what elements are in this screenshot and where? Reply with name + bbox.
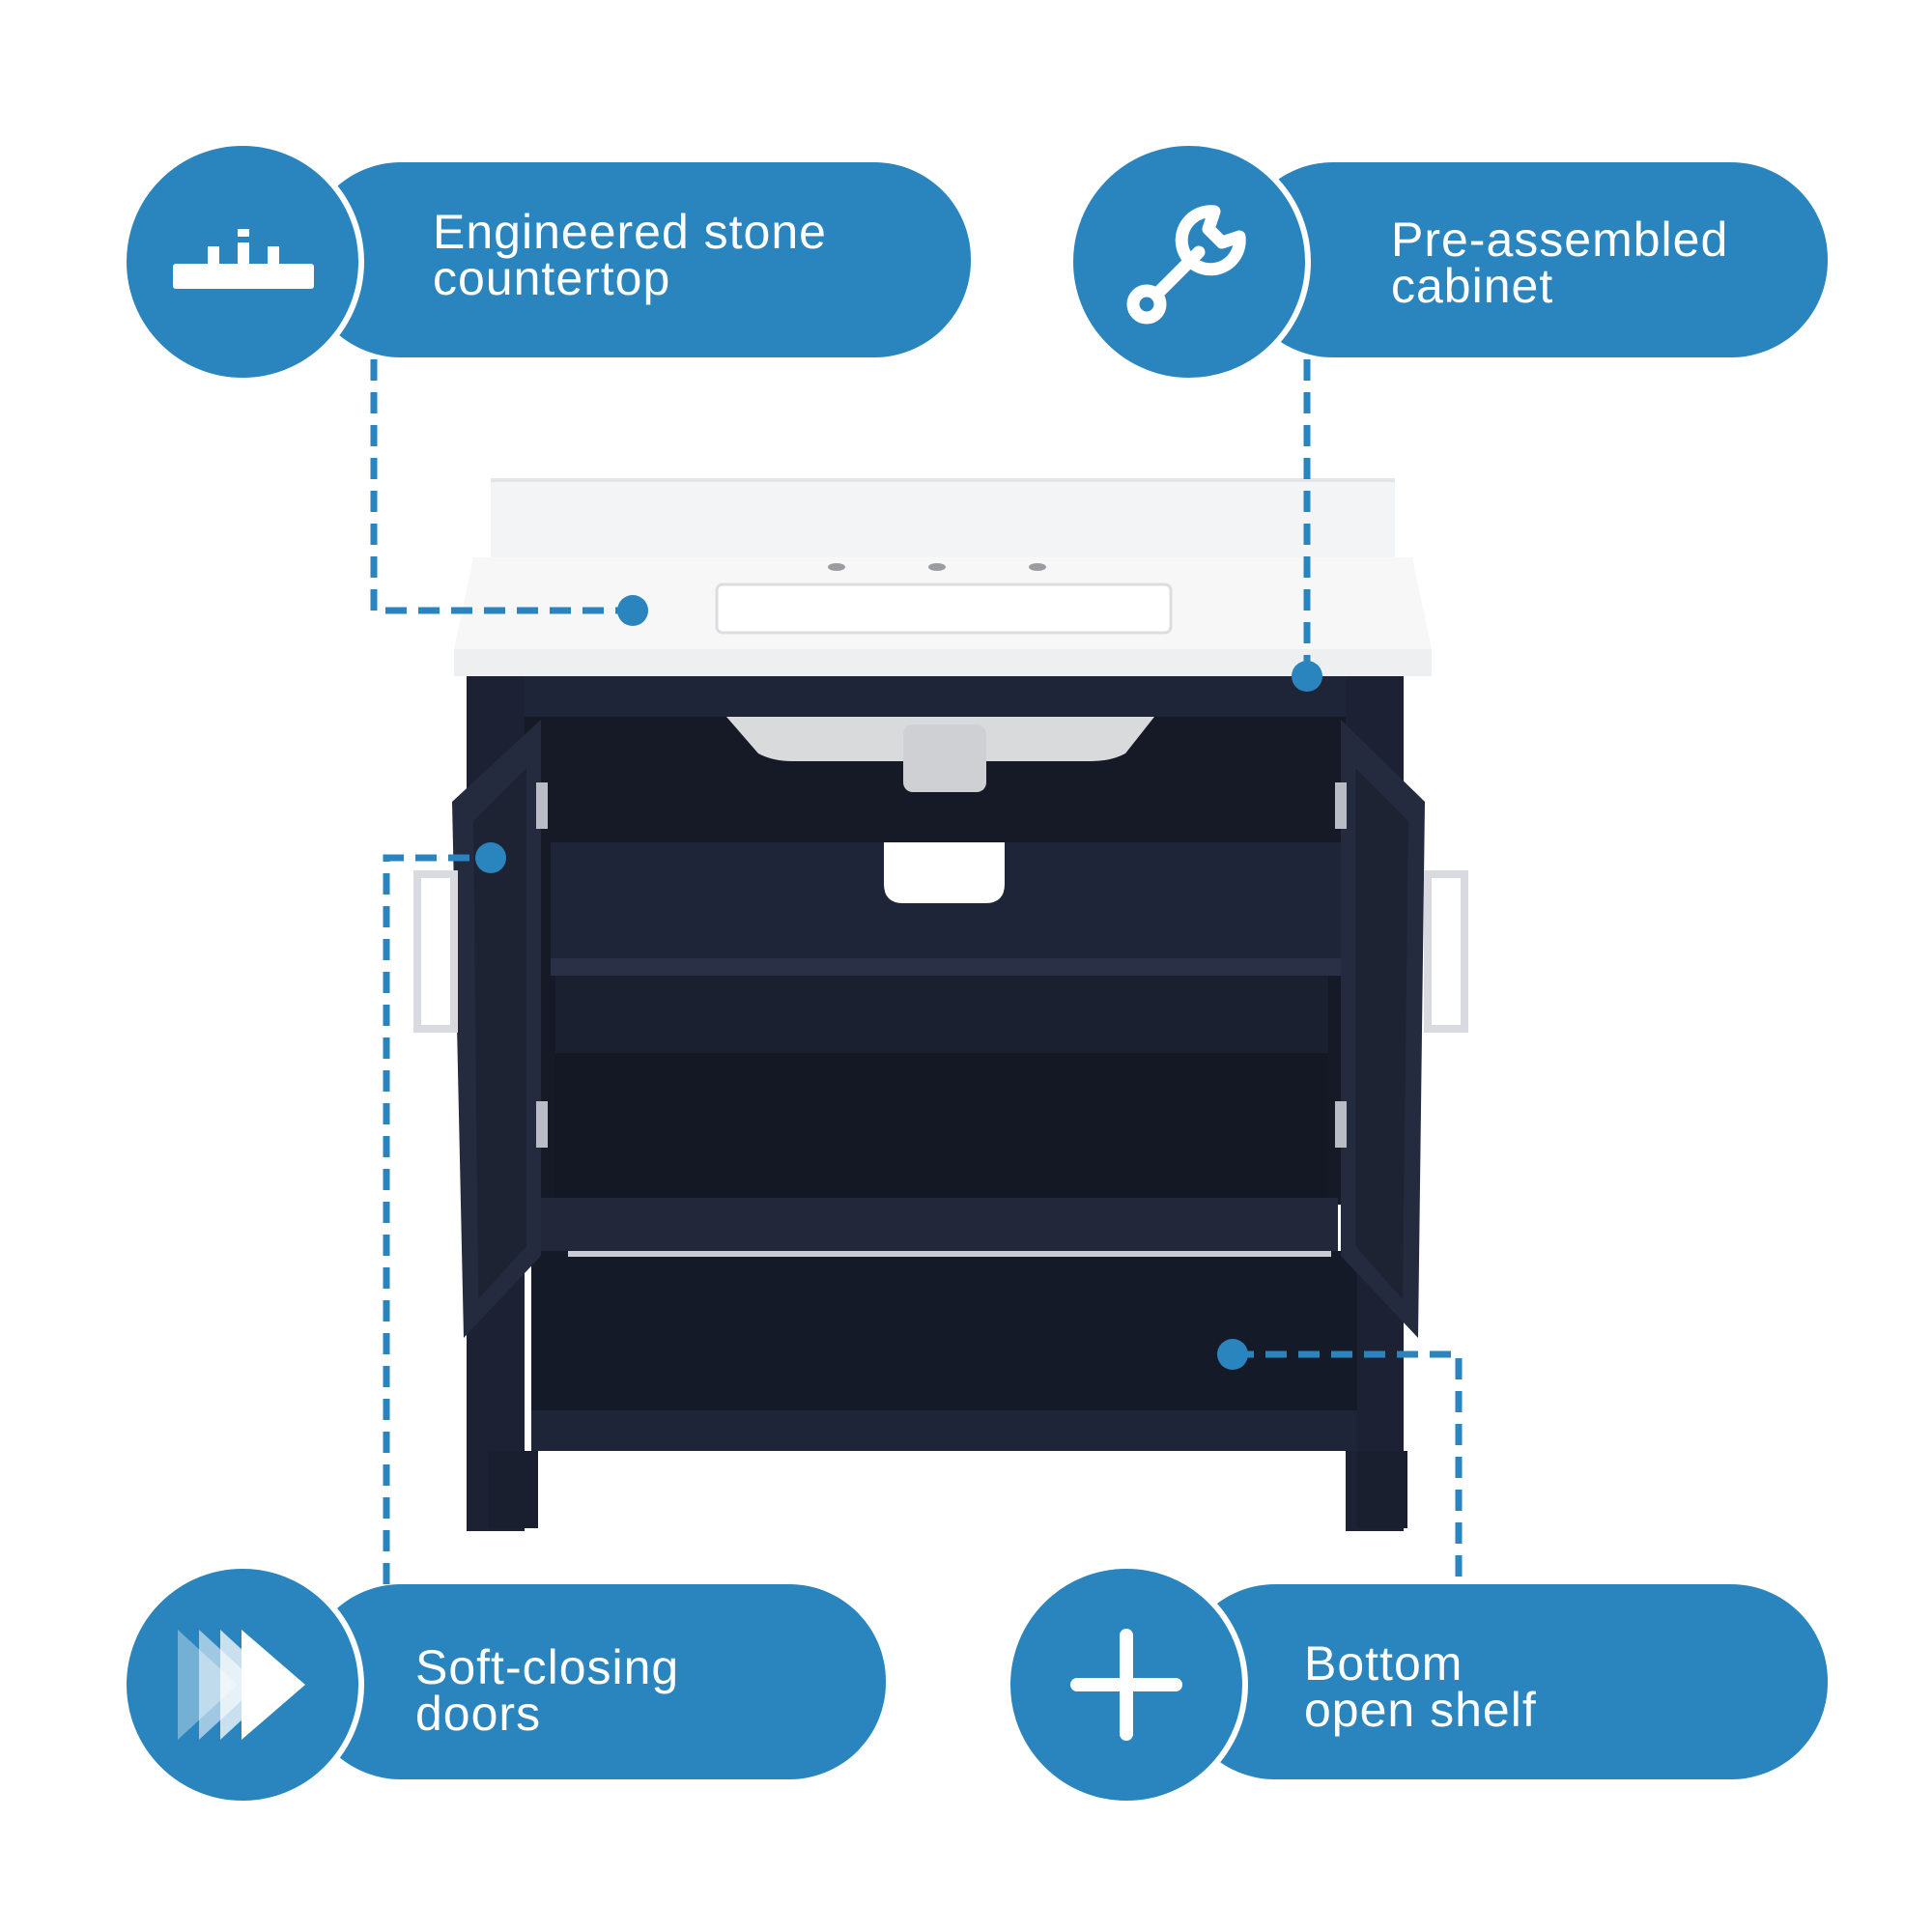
feature-doors-badge	[121, 1563, 364, 1806]
feature-doors-line2: doors	[415, 1687, 542, 1741]
feature-countertop-label: Engineered stone countertop	[433, 205, 827, 305]
plus-icon	[1070, 1629, 1182, 1741]
feature-countertop-badge	[121, 140, 364, 384]
feature-cabinet-line2: cabinet	[1391, 259, 1554, 313]
feature-cabinet-line1: Pre-assembled	[1391, 213, 1729, 267]
feature-doors-label: Soft-closing doors	[415, 1640, 680, 1741]
feature-shelf-label: Bottom open shelf	[1304, 1636, 1537, 1737]
feature-cabinet-banner	[1236, 162, 1828, 357]
feature-doors-banner	[304, 1584, 886, 1779]
feature-countertop-line1: Engineered stone	[433, 205, 827, 259]
countertop-faucet-icon	[173, 229, 314, 289]
fast-forward-icon	[178, 1630, 305, 1740]
feature-shelf-line1: Bottom	[1304, 1636, 1463, 1690]
feature-shelf-badge	[1005, 1563, 1248, 1806]
feature-countertop-line2: countertop	[433, 251, 671, 305]
feature-cabinet-badge	[1067, 140, 1311, 384]
feature-cabinet-label: Pre-assembled cabinet	[1391, 213, 1729, 313]
feature-countertop-banner	[304, 162, 971, 357]
feature-shelf-banner	[1179, 1584, 1828, 1779]
feature-shelf-line2: open shelf	[1304, 1683, 1537, 1737]
wrench-icon	[1126, 205, 1246, 325]
feature-doors-line1: Soft-closing	[415, 1640, 680, 1694]
